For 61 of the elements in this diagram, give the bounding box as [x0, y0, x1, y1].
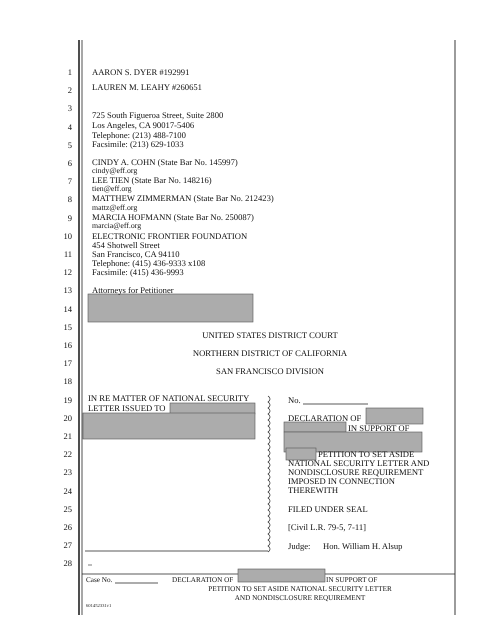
line-number: 16 — [62, 341, 72, 350]
document-title: THEREWITH — [288, 486, 338, 495]
line-number: 10 — [62, 232, 72, 240]
line-number: 11 — [62, 250, 72, 258]
case-caption: LETTER ISSUED TO — [88, 404, 166, 413]
line-number: 28 — [62, 559, 72, 568]
line-number: 25 — [62, 504, 72, 514]
address-line: 725 South Figueroa Street, Suite 2800 — [92, 111, 224, 120]
name-line: LEE TIEN (State Bar No. 148216) — [92, 176, 212, 185]
name-line: MATTHEW ZIMMERMAN (State Bar No. 212423) — [92, 194, 274, 203]
line-number: 24 — [62, 486, 72, 496]
line-number: 15 — [62, 322, 72, 332]
line-number: 21 — [62, 432, 72, 440]
court-heading: UNITED STATES DISTRICT COURT — [202, 331, 338, 340]
fax-number: Facsimile: (415) 436-9993 — [92, 268, 184, 277]
line-number: 7 — [66, 177, 72, 186]
line-number: 27 — [62, 541, 72, 550]
line-number: 22 — [62, 450, 72, 459]
role-line: Attorneys for Petitioner — [92, 286, 174, 295]
line-number: 23 — [62, 468, 72, 477]
case-caption: IN RE MATTER OF NATIONAL SECURITY — [88, 394, 250, 403]
line-number: 1 — [66, 68, 72, 76]
address-line: San Francisco, CA 94110 — [92, 250, 180, 259]
line-number: 14 — [62, 304, 72, 314]
line-number: 12 — [62, 268, 72, 277]
line-number: 3 — [66, 104, 72, 113]
court-heading: NORTHERN DISTRICT OF CALIFORNIA — [192, 349, 348, 358]
judge-name: Hon. William H. Alsup — [323, 542, 402, 551]
address-line: Los Angeles, CA 90017-5406 — [92, 121, 194, 130]
line-number: 2 — [66, 86, 72, 95]
rule-citation: [Civil L.R. 79-5, 7-11] — [288, 523, 366, 532]
line-number: 5 — [66, 140, 72, 150]
name-line: LAUREN M. LEAHY #260651 — [92, 83, 202, 92]
fax-number: Facsimile: (213) 629-1033 — [92, 140, 184, 149]
line-number: 13 — [62, 286, 72, 295]
organization-name: ELECTRONIC FRONTIER FOUNDATION — [92, 232, 248, 241]
document-title: NATIONAL SECURITY LETTER AND — [288, 459, 430, 468]
phone-number: Telephone: (213) 488-7100 — [92, 131, 186, 140]
line-number: 20 — [62, 414, 72, 422]
line-number: 8 — [66, 195, 72, 204]
document-title: IN SUPPORT OF — [348, 424, 410, 433]
address-line: 454 Shotwell Street — [92, 241, 160, 250]
document-title: IMPOSED IN CONNECTION — [288, 477, 395, 486]
line-number: 4 — [66, 122, 72, 132]
document-title: NONDISCLOSURE REQUIREMENT — [288, 468, 424, 477]
name-line: CINDY A. COHN (State Bar No. 145997) — [92, 158, 238, 167]
judge-label: Judge: — [288, 542, 310, 551]
name-line: MARCIA HOFMANN (State Bar No. 250087) — [92, 213, 254, 222]
line-number: 26 — [62, 523, 72, 532]
line-number: 9 — [66, 214, 72, 222]
document-title: PETITION TO SET ASIDE — [318, 450, 414, 459]
phone-number: Telephone: (415) 436-9333 x108 — [92, 259, 206, 268]
name-line: AARON S. DYER #192991 — [92, 68, 190, 77]
filing-note: FILED UNDER SEAL — [288, 505, 368, 514]
line-number: 19 — [62, 396, 72, 404]
line-number: 18 — [62, 377, 72, 386]
court-heading: SAN FRANCISCO DIVISION — [216, 367, 324, 376]
case-number-label: No. — [288, 396, 301, 405]
document-title: DECLARATION OF — [288, 414, 362, 423]
line-number: 6 — [66, 159, 72, 168]
line-number: 17 — [62, 359, 72, 368]
